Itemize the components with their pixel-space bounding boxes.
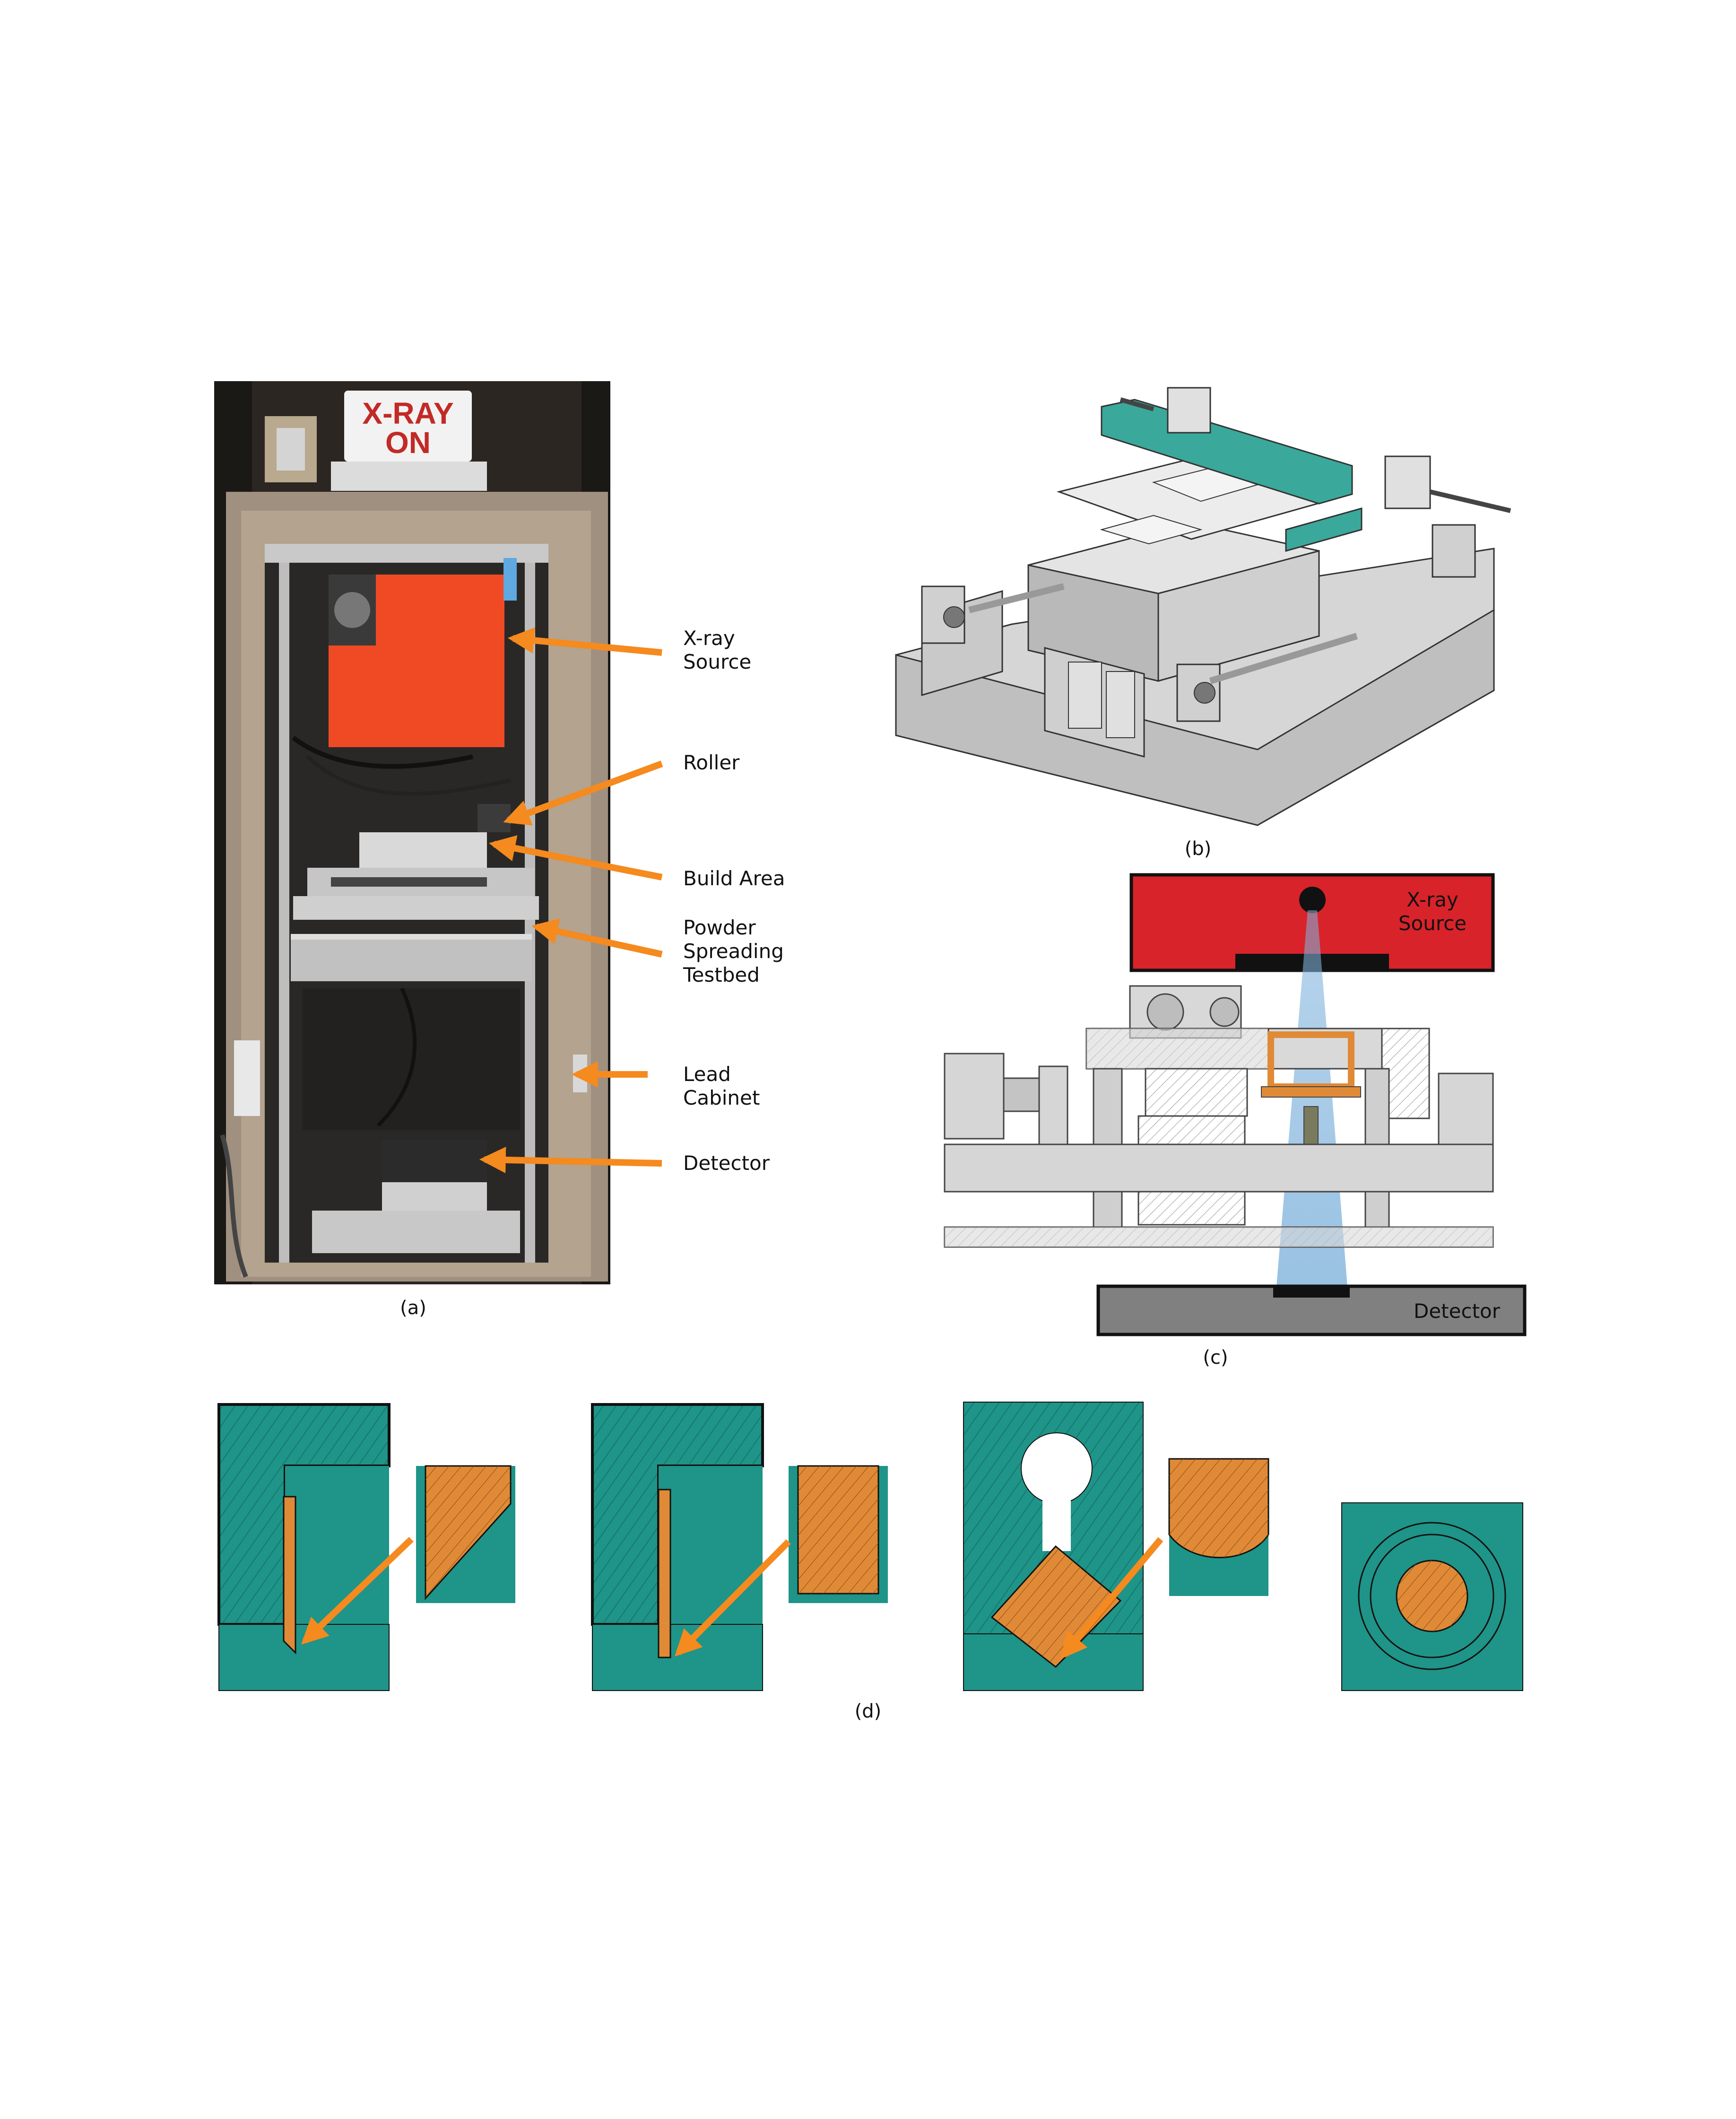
arrow-xray-source xyxy=(507,627,662,656)
caption-c: (c) xyxy=(1203,1347,1228,1369)
detail-3 xyxy=(963,1402,1269,1691)
panel-c-source-label: X-ray Source xyxy=(1395,888,1470,935)
label-build-area: Build Area xyxy=(683,867,785,890)
label-xray-source-line2: Source xyxy=(683,650,752,673)
label-xray-source: X-ray Source xyxy=(683,627,751,674)
arrow-build-area xyxy=(489,835,663,881)
label-build-area-line1: Build Area xyxy=(683,867,785,890)
panel-c-source-line1: X-ray xyxy=(1406,888,1458,911)
xray-sign-line1: X-RAY xyxy=(362,396,453,430)
panel-a-photo: X-RAY ON xyxy=(214,381,610,1284)
label-lead-cabinet-line1: Lead xyxy=(683,1063,731,1086)
caption-d: (d) xyxy=(854,1700,882,1722)
detail-1 xyxy=(217,1403,515,1691)
xray-sign-line2: ON xyxy=(385,426,431,460)
label-lead-cabinet: Lead Cabinet xyxy=(683,1063,760,1110)
xray-source-spot xyxy=(1299,887,1326,913)
label-testbed: Powder Spreading Testbed xyxy=(683,916,784,987)
detail-4 xyxy=(1341,1502,1523,1691)
panel-c-detector-label: Detector xyxy=(1414,1299,1501,1323)
panel-d-details xyxy=(217,1402,1523,1691)
panel-a-arrows xyxy=(479,627,663,1173)
panel-c-cross-section xyxy=(944,873,1527,1336)
label-detector: Detector xyxy=(683,1151,770,1175)
label-testbed-line2: Spreading xyxy=(683,940,784,963)
panel-b-cad-render xyxy=(895,387,1511,826)
label-roller: Roller xyxy=(683,751,739,775)
caption-b: (b) xyxy=(1184,838,1212,860)
label-testbed-line3: Testbed xyxy=(683,963,760,986)
caption-a: (a) xyxy=(400,1297,426,1319)
photo-roller xyxy=(477,804,511,832)
photo-build-area xyxy=(359,832,487,868)
label-detector-line1: Detector xyxy=(683,1151,770,1175)
arrow-roller xyxy=(503,760,663,826)
label-lead-cabinet-line2: Cabinet xyxy=(683,1086,760,1109)
label-testbed-line1: Powder xyxy=(683,916,756,939)
label-roller-line1: Roller xyxy=(683,751,740,774)
arrow-testbed xyxy=(531,918,663,958)
arrow-detector xyxy=(479,1146,662,1173)
label-xray-source-line1: X-ray xyxy=(683,627,735,650)
panel-c-source-line2: Source xyxy=(1398,912,1467,935)
detail-2 xyxy=(591,1403,888,1691)
